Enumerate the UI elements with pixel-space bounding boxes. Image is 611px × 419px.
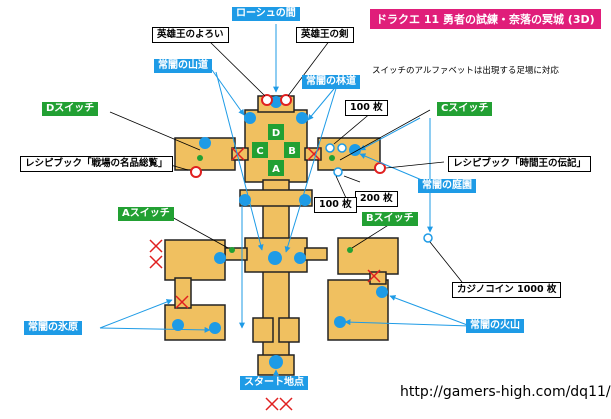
- coins: [325, 143, 433, 243]
- label-volcano: 常闇の火山: [466, 319, 524, 333]
- floor-south-wing-right: [278, 317, 300, 343]
- switch-d: [197, 155, 203, 161]
- label-hero-king-sword: 英雄王の剣: [296, 27, 354, 43]
- label-garden: 常闇の庭園: [418, 179, 476, 193]
- label-forest-road: 常闇の林道: [302, 75, 360, 89]
- tile-c-letter: C: [256, 146, 263, 157]
- pointer-lines: [109, 39, 463, 283]
- floor-southwest-link: [174, 277, 192, 309]
- switch-a: [229, 247, 235, 253]
- tile-d: [268, 124, 284, 140]
- label-hero-king-armor: 英雄王のよろい: [152, 27, 229, 43]
- label-coin-100a: 100 枚: [345, 100, 388, 116]
- label-a-switch: Aスイッチ: [118, 207, 174, 221]
- floor-east-spur: [304, 247, 328, 261]
- warp-points: [172, 96, 388, 369]
- label-c-switch: Cスイッチ: [437, 102, 493, 116]
- floor-southeast-room: [337, 237, 399, 275]
- label-coin-200: 200 枚: [355, 191, 398, 207]
- tile-a-letter: A: [272, 164, 280, 175]
- label-coin-100b: 100 枚: [314, 197, 357, 213]
- tile-c: [252, 142, 268, 158]
- switch-b: [347, 247, 353, 253]
- label-mountain-road: 常闇の山道: [154, 59, 212, 73]
- connector-lines: [99, 24, 471, 378]
- switch-c: [329, 155, 335, 161]
- label-b-switch: Bスイッチ: [362, 212, 418, 226]
- tile-b-letter: B: [288, 146, 296, 157]
- warp-start: [269, 355, 283, 369]
- label-d-switch: Dスイッチ: [42, 102, 99, 116]
- map-title: ドラクエ 11 勇者の試練・奈落の冥城 (3D): [370, 9, 601, 29]
- treasures: [190, 94, 386, 178]
- blocked-marks: [149, 147, 381, 411]
- label-ice-field: 常闇の氷原: [24, 321, 82, 335]
- tile-b: [284, 142, 300, 158]
- tile-a: [268, 160, 284, 176]
- label-start: スタート地点: [240, 376, 308, 390]
- switches: [197, 155, 353, 253]
- floor-west-spur: [224, 247, 248, 261]
- label-casino-coin: カジノコイン 1000 枚: [452, 282, 562, 298]
- source-url[interactable]: http://gamers-high.com/dq11/: [400, 384, 611, 400]
- floor-south-wing-left: [252, 317, 274, 343]
- platform-tiles: D C B A: [252, 124, 300, 176]
- label-recipe-right: レシピブック「時間王の伝記」: [448, 156, 592, 172]
- label-loshu: ローシュの間: [232, 7, 300, 21]
- label-recipe-left: レシピブック「戦場の名品総覧」: [20, 156, 173, 172]
- switch-note: スイッチのアルファベットは出現する足場に対応: [372, 66, 559, 76]
- warp-loshu: [270, 96, 282, 108]
- tile-d-letter: D: [272, 128, 280, 139]
